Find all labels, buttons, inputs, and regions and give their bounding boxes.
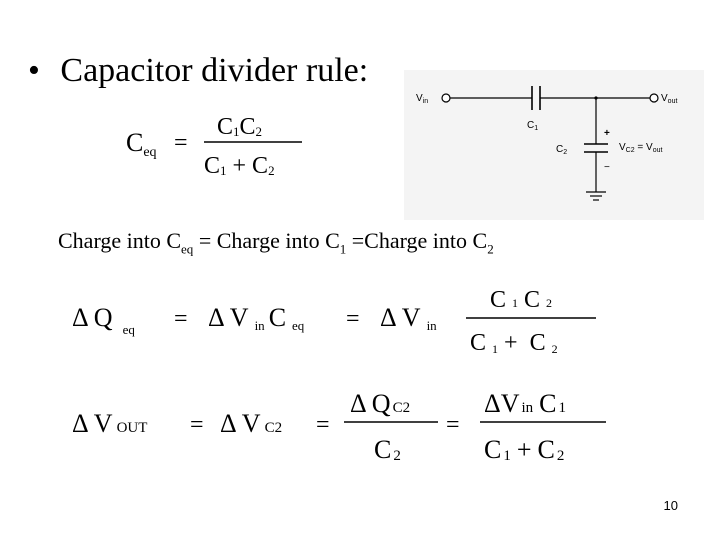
capacitor-divider-circuit: Vin Vout C1 C2 + − VC2 = Vout [404, 70, 704, 220]
charge-sub-2: 1 [339, 241, 347, 257]
slide-title: • Capacitor divider rule: [28, 54, 368, 88]
ceq-equals: = [174, 130, 188, 156]
circuit-background [404, 70, 704, 220]
ceq-equation: Ceq = C1C2 C1 + C2 [126, 114, 302, 179]
charge-sub-3: 2 [487, 241, 494, 257]
slide-number: 10 [663, 498, 678, 513]
charge-sub-1: eq [181, 241, 194, 257]
dq-equals-2: = [346, 306, 360, 332]
vin-terminal [441, 93, 451, 103]
plus-label: + [604, 128, 610, 139]
ceq-lhs: Ceq [126, 128, 157, 160]
charge-text-1: Charge into C [58, 228, 182, 253]
c1-label: C1 [527, 120, 538, 132]
title-text: Capacitor divider rule: [60, 52, 369, 89]
charge-text-3: =Charge into C [346, 228, 488, 253]
minus-label: − [604, 162, 610, 173]
charge-text-2: = Charge into C [193, 228, 340, 253]
charge-statement: Charge into Ceq = Charge into C1 =Charge… [58, 228, 494, 257]
dq-equals-1: = [174, 306, 188, 332]
dv-equals-3: = [446, 412, 460, 438]
ceq-numerator: C1C2 [217, 114, 262, 140]
bullet: • [28, 52, 40, 89]
vout-terminal [649, 93, 659, 103]
c2-label: C2 [556, 144, 567, 156]
ceq-denominator: C1 + C2 [204, 153, 275, 179]
dv-equals-1: = [190, 412, 204, 438]
dv-equals-2: = [316, 412, 330, 438]
